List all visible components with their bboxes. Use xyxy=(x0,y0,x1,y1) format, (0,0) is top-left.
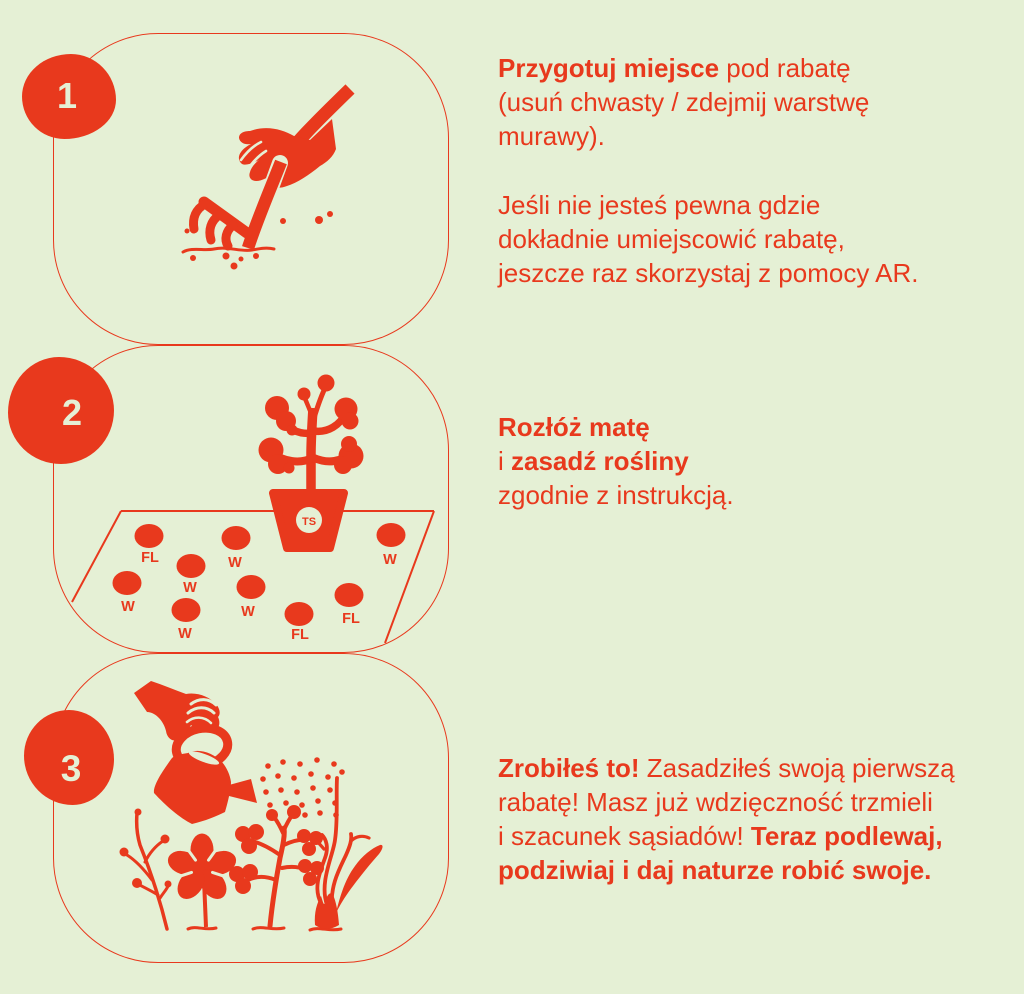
svg-text:W: W xyxy=(241,604,255,620)
svg-text:FL: FL xyxy=(291,627,309,643)
svg-text:W: W xyxy=(121,599,135,615)
svg-text:FL: FL xyxy=(141,550,159,566)
svg-text:TS: TS xyxy=(302,516,316,528)
svg-text:W: W xyxy=(383,552,397,568)
svg-text:W: W xyxy=(228,555,242,571)
svg-text:W: W xyxy=(178,626,192,642)
svg-text:W: W xyxy=(183,580,197,596)
svg-text:FL: FL xyxy=(342,611,360,627)
